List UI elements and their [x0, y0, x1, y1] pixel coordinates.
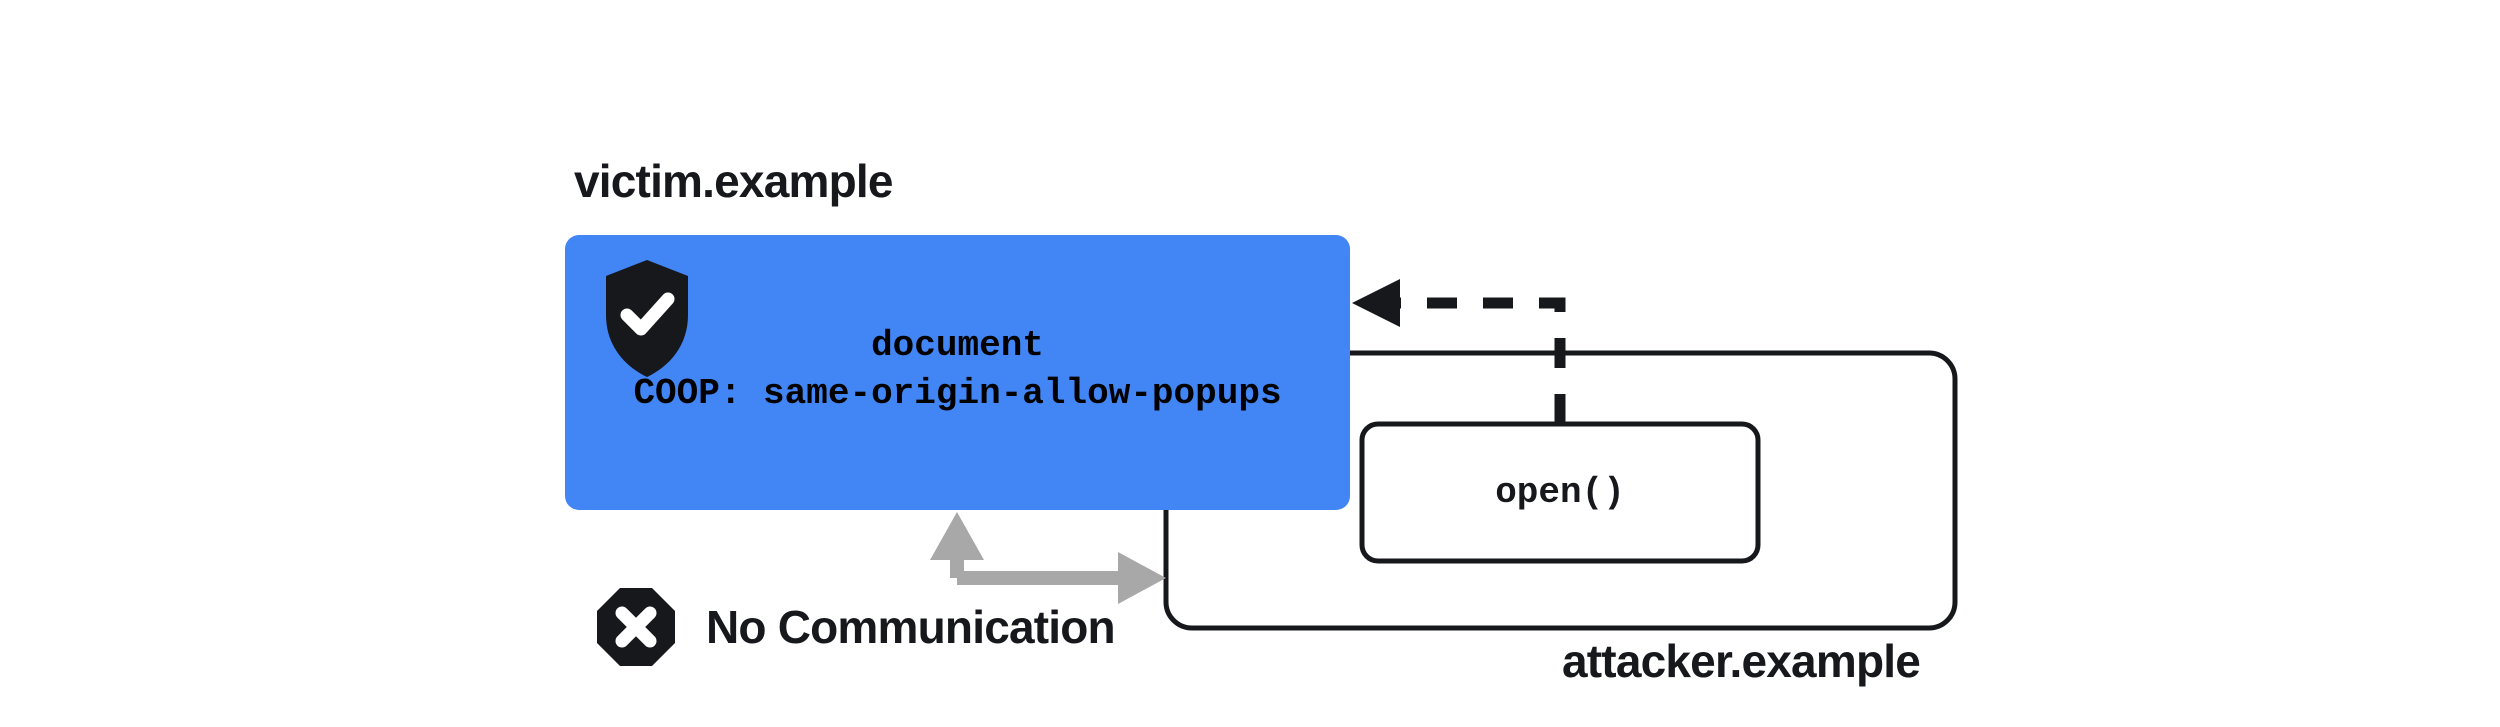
victim-document-label: document [871, 325, 1044, 366]
arrowhead-up [930, 512, 984, 560]
opener-dashed-connector [1352, 279, 1566, 424]
victim-coop-header-label: COOP: same-origin-allow-popups [633, 373, 1282, 414]
no-communication-arrow [930, 512, 1166, 604]
opener-arrowhead [1352, 279, 1400, 327]
no-communication-label: No Communication [706, 601, 1116, 653]
attacker-origin-label: attacker.example [1562, 635, 1921, 687]
victim-origin-label: victim.example [574, 155, 893, 207]
shield-check-icon [606, 260, 688, 377]
victim-document-box [565, 235, 1350, 510]
open-call-label: open() [1495, 472, 1625, 513]
octagon-x-icon [597, 588, 675, 666]
arrowhead-right [1118, 552, 1166, 604]
